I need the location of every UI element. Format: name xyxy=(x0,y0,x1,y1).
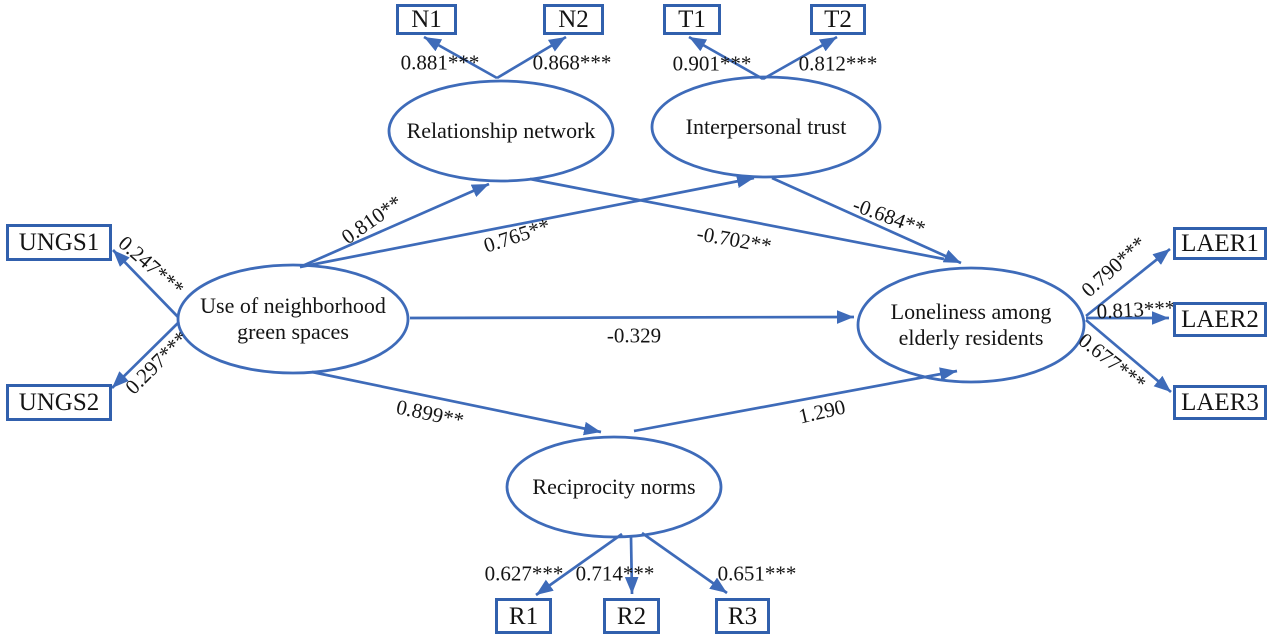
path-laer-LAER3-arrow xyxy=(1085,318,1172,394)
path-ungs-rec-arrow xyxy=(311,370,602,436)
latent-it-ellipse xyxy=(650,75,882,179)
path-it-T2-arrow xyxy=(762,35,838,81)
path-rn-N1-arrow xyxy=(423,35,498,80)
path-ungs-it-arrow xyxy=(299,174,755,269)
latent-ungs-ellipse xyxy=(176,263,410,375)
latent-laer-ellipse xyxy=(856,266,1086,384)
path-rec-R1-arrow xyxy=(535,532,623,597)
path-ungs-rn-arrow xyxy=(299,182,490,269)
path-rn-N2-arrow xyxy=(496,35,567,80)
path-it-laer-arrow xyxy=(771,176,962,265)
path-ungs-UNGS2-arrow xyxy=(111,321,180,389)
path-rn-laer-arrow xyxy=(529,177,945,261)
path-ungs-UNGS1-arrow xyxy=(112,249,179,318)
path-rec-R2-arrow xyxy=(624,536,639,595)
latent-rec-ellipse xyxy=(505,435,723,539)
path-it-T1-arrow xyxy=(688,35,764,81)
latent-rn-ellipse xyxy=(387,79,615,183)
path-laer-LAER1-arrow xyxy=(1085,247,1171,318)
path-rec-R3-arrow xyxy=(641,531,728,595)
path-rec-laer-arrow xyxy=(633,367,958,433)
path-ungs-laer-arrow xyxy=(409,310,855,324)
